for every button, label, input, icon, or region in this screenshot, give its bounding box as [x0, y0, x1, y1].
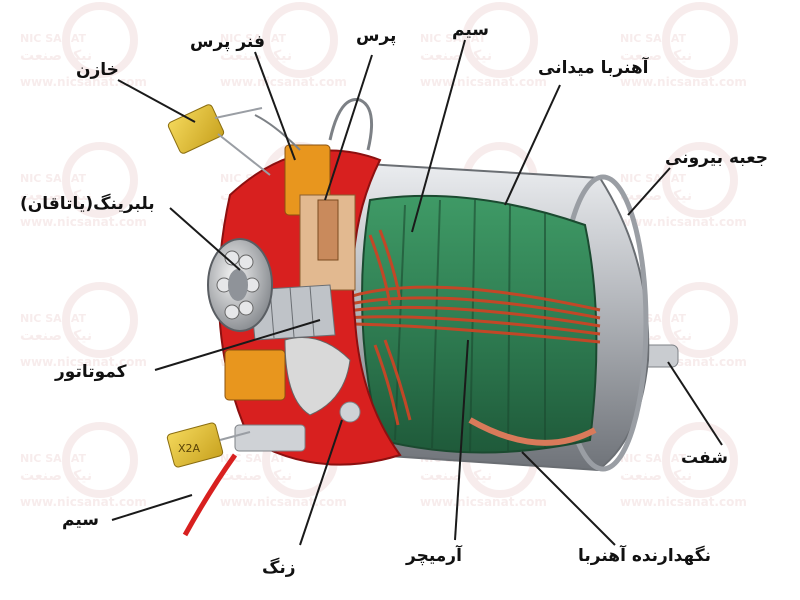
watermark-url: www.nicsanat.com	[20, 495, 147, 509]
label-outer-case: جعبه بیرونی	[665, 148, 769, 168]
watermark-tile: NIC SANAT نیک صنعت www.nicsanat.com	[20, 142, 147, 229]
label-brush: پرس	[356, 26, 397, 46]
label-commutator: کموتاتور	[55, 362, 127, 382]
label-shaft: شفت	[681, 448, 728, 468]
wire-red	[182, 453, 238, 537]
watermark-url: www.nicsanat.com	[220, 75, 347, 89]
watermark-tile: NIC SANAT نیک صنعت www.nicsanat.com	[620, 422, 747, 509]
watermark-tile: NIC SANAT نیک صنعت www.nicsanat.com	[620, 2, 747, 89]
watermark-url: www.nicsanat.com	[420, 495, 547, 509]
label-capacitor: خازن	[76, 60, 119, 80]
watermark-gear-icon	[62, 282, 138, 358]
watermark-brand-fa: نیک صنعت	[20, 48, 92, 64]
watermark-gear-icon	[462, 2, 538, 78]
label-brush-spring: فنر پرس	[190, 32, 265, 52]
watermark-url: www.nicsanat.com	[220, 495, 347, 509]
watermark-brand-en: NIC SANAT	[620, 32, 687, 45]
armature-slots	[394, 199, 546, 453]
watermark-url: www.nicsanat.com	[620, 75, 747, 89]
watermark-brand-fa: نیک صنعت	[20, 328, 92, 344]
watermark-brand-en: NIC SANAT	[20, 452, 87, 465]
capacitor-bottom: X2A	[166, 422, 251, 468]
watermark-url: www.nicsanat.com	[620, 495, 747, 509]
watermark-gear-icon	[662, 282, 738, 358]
label-magnet-holder: نگهدارنده آهنربا	[578, 546, 711, 566]
armature	[361, 194, 598, 454]
watermark-brand-en: NIC SANAT	[20, 172, 87, 185]
watermark-brand-fa: نیک صنعت	[620, 48, 692, 64]
watermark-brand-fa: نیک صنعت	[220, 468, 292, 484]
label-bearing: بلبرینگ(یاتاقان)	[20, 194, 155, 214]
bearing	[207, 238, 273, 332]
label-field-magnet: آهنربا میدانی	[538, 58, 649, 78]
watermark-brand-fa: نیک صنعت	[420, 48, 492, 64]
watermark-brand-en: NIC SANAT	[220, 32, 287, 45]
leader-lines	[111, 39, 723, 546]
watermark-brand-en: NIC SANAT	[420, 32, 487, 45]
brush-assembly-top	[254, 98, 374, 291]
capacitor-marking: X2A	[178, 442, 201, 455]
watermark-url: www.nicsanat.com	[20, 75, 147, 89]
watermark-brand-fa: نیک صنعت	[620, 468, 692, 484]
copper-winding	[339, 229, 601, 426]
watermark-brand-en: NIC SANAT	[20, 312, 87, 325]
watermark-brand-en: NIC SANAT	[220, 452, 287, 465]
watermark-brand-en: NIC SANAT	[620, 452, 687, 465]
watermark-gear-icon	[662, 2, 738, 78]
watermark-gear-icon	[62, 142, 138, 218]
watermark-url: www.nicsanat.com	[620, 215, 747, 229]
watermark-tile: NIC SANAT نیک صنعت www.nicsanat.com	[20, 422, 147, 509]
label-wire-top: سیم	[452, 20, 489, 40]
watermark-gear-icon	[662, 142, 738, 218]
capacitor-top	[167, 104, 271, 176]
watermark-brand-fa: نیک صنعت	[20, 468, 92, 484]
watermark-brand-en: NIC SANAT	[620, 172, 687, 185]
watermark-gear-icon	[662, 422, 738, 498]
watermark-brand-fa: نیک صنعت	[420, 468, 492, 484]
label-wire-bottom: سیم	[62, 510, 99, 530]
watermark-brand-en: NIC SANAT	[20, 32, 87, 45]
watermark-url: www.nicsanat.com	[20, 355, 147, 369]
magnet-holder	[468, 417, 597, 446]
watermark-tile: NIC SANAT نیک صنعت www.nicsanat.com	[420, 2, 547, 89]
watermark-gear-icon	[62, 2, 138, 78]
watermark-tile: NIC SANAT نیک صنعت www.nicsanat.com	[620, 142, 747, 229]
watermark-tile: NIC SANAT نیک صنعت www.nicsanat.com	[20, 2, 147, 89]
watermark-brand-fa: نیک صنعت	[620, 188, 692, 204]
watermark-gear-icon	[262, 2, 338, 78]
brush-assembly-bottom	[224, 337, 361, 452]
watermark-brand-fa: نیک صنعت	[20, 188, 92, 204]
watermark-tile: NIC SANAT نیک صنعت www.nicsanat.com	[20, 282, 147, 369]
watermark-gear-icon	[62, 422, 138, 498]
label-ring: زنگ	[262, 558, 296, 578]
label-armature: آرمیچر	[406, 546, 462, 566]
watermark-url: www.nicsanat.com	[20, 215, 147, 229]
watermark-url: www.nicsanat.com	[420, 75, 547, 89]
